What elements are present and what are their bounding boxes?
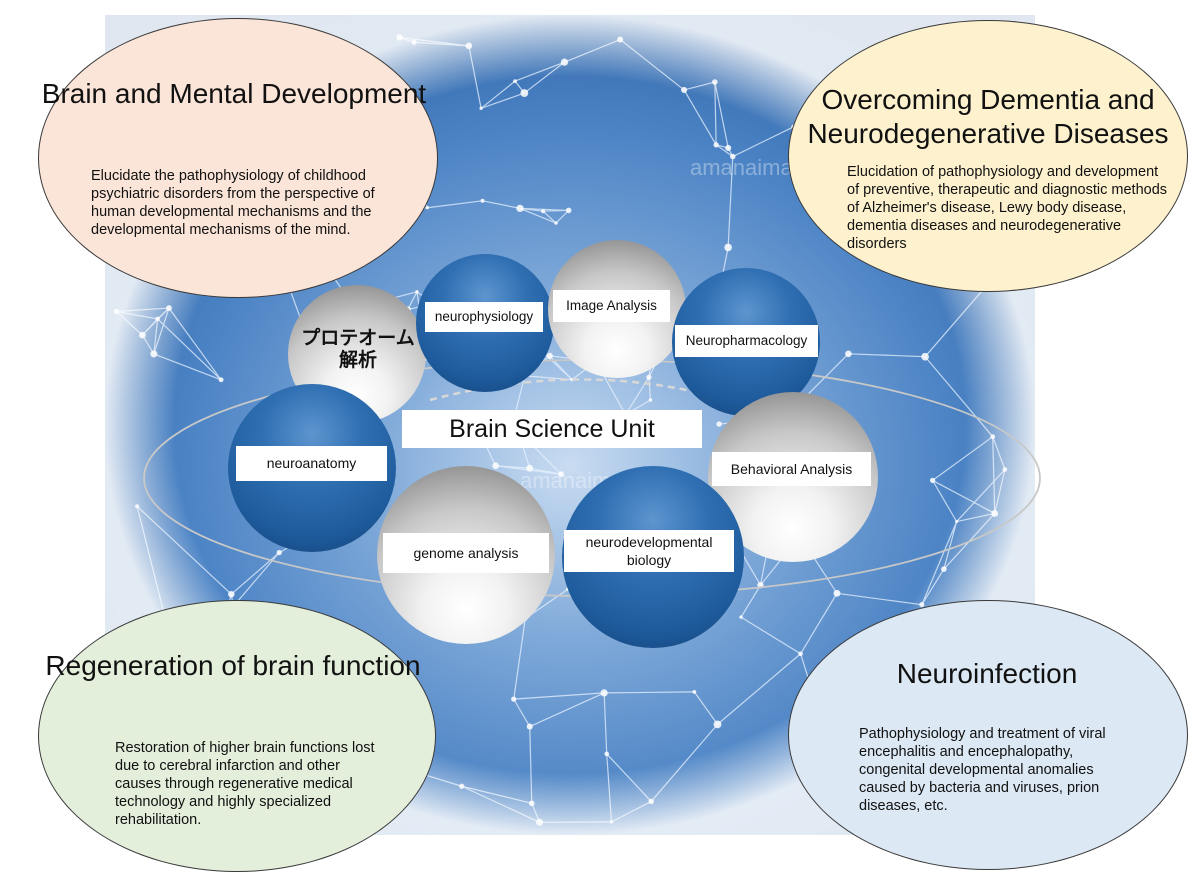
orbit-dashed-arc [429,378,721,402]
label-neuropharmacology: Neuropharmacology [675,325,818,357]
domain-title: Overcoming Dementia and Neurodegenerativ… [807,84,1169,149]
label-neurophysiology: neurophysiology [425,302,543,332]
domain-title: Regeneration of brain function [45,650,421,681]
domain-overcoming-dementia: Overcoming Dementia and Neurodegenerativ… [788,20,1188,292]
domain-description: Elucidate the pathophysiology of childho… [91,168,375,238]
label-proteome: プロテオーム解析 [301,328,415,371]
label-genome-analysis: genome analysis [383,533,549,573]
domain-description: Elucidation of pathophysiology and devel… [847,164,1168,252]
domain-brain-mental-development: Brain and Mental Development Elucidate t… [38,18,438,298]
domain-title: Neuroinfection [896,658,1078,689]
domain-regeneration-brain-function: Regeneration of brain function Restorati… [38,600,436,872]
domain-description: Pathophysiology and treatment of viral e… [859,726,1106,814]
domain-neuroinfection: Neuroinfection Pathophysiology and treat… [788,600,1188,870]
label-neuroanatomy: neuroanatomy [236,446,387,481]
label-neurodevelopmental-biology: neurodevelopmental biology [564,530,734,572]
domain-description: Restoration of higher brain functions lo… [115,740,375,828]
label-image-analysis: Image Analysis [553,290,670,322]
center-title: Brain Science Unit [402,410,702,448]
label-behavioral-analysis: Behavioral Analysis [712,452,871,486]
domain-title: Brain and Mental Development [41,78,427,109]
